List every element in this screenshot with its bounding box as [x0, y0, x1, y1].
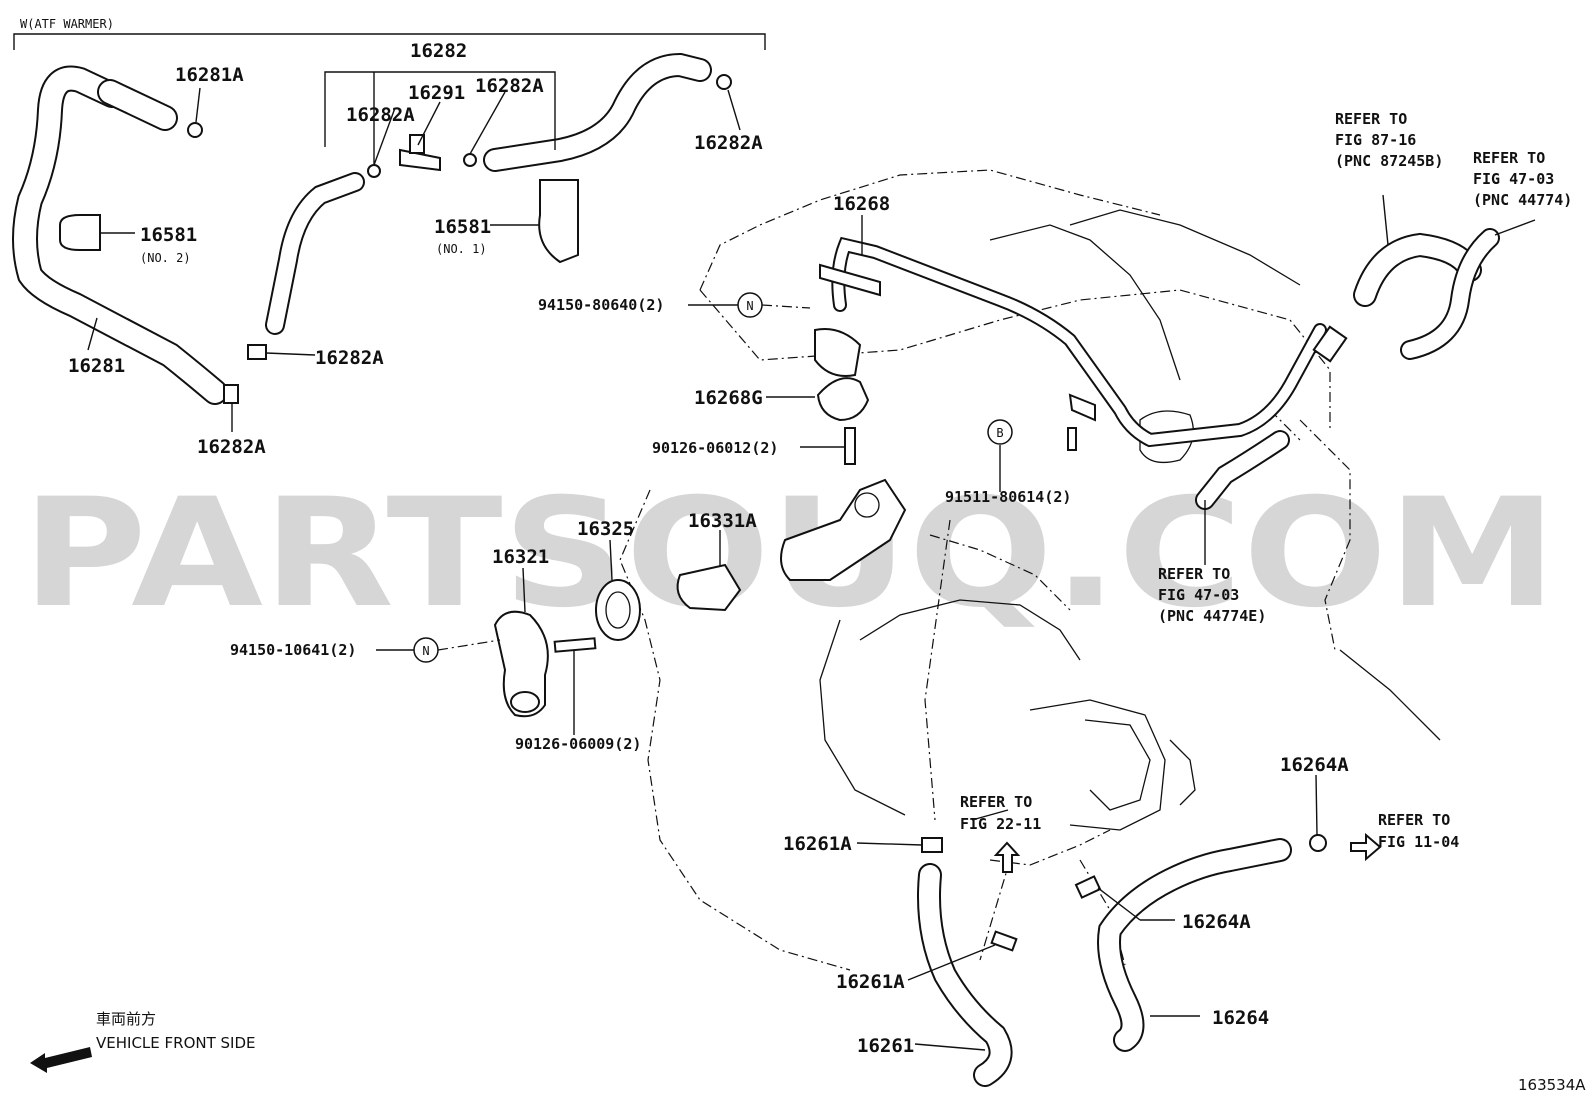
- label-16264: 16264: [1212, 1007, 1269, 1029]
- stud-90126-06009: [553, 637, 597, 653]
- clamp-16282A-d: [247, 344, 267, 360]
- ref-11-04-line2: FIG 11-04: [1378, 833, 1459, 851]
- label-16282: 16282: [410, 40, 467, 62]
- thermostat-16331A: [676, 563, 742, 612]
- label-90126-06009: 90126-06009(2): [515, 735, 641, 753]
- vehicle-front-jp: 車両前方: [96, 1010, 156, 1028]
- clamp-16282A-e: [223, 384, 239, 404]
- ref-47-03b-line1: REFER TO: [1158, 565, 1230, 583]
- clamp-16581-no1: [538, 179, 579, 264]
- arrow-up-icon: [993, 841, 1021, 873]
- clamp-16282A-b: [463, 153, 477, 167]
- label-16325: 16325: [577, 518, 634, 540]
- clamp-16281A: [187, 122, 203, 138]
- label-16261A-a: 16261A: [783, 833, 852, 855]
- clamp-16261A-b: [990, 930, 1018, 952]
- callout-labels: 16282 16281A 16291 16282A 16282A 16282A …: [68, 40, 1349, 1057]
- clamp-16282A-a: [367, 164, 381, 178]
- label-16282A-b: 16282A: [475, 75, 544, 97]
- union-16291: [399, 148, 441, 172]
- svg-text:N: N: [746, 299, 753, 313]
- reference-notes: REFER TO FIG 87-16 (PNC 87245B) REFER TO…: [960, 110, 1572, 851]
- label-16268: 16268: [833, 193, 890, 215]
- vehicle-front-en: VEHICLE FRONT SIDE: [96, 1034, 256, 1052]
- label-16261A-b: 16261A: [836, 971, 905, 993]
- label-16281A: 16281A: [175, 64, 244, 86]
- clamp-16264A-b: [1074, 875, 1102, 899]
- label-16331A: 16331A: [688, 510, 757, 532]
- marker-n2: N: [413, 637, 439, 663]
- label-91511-80614: 91511-80614(2): [945, 488, 1071, 506]
- thermostat-housing: [780, 478, 907, 581]
- clamp-16264A-a: [1309, 834, 1327, 852]
- label-16291: 16291: [408, 82, 465, 104]
- gasket-16325: [595, 579, 641, 641]
- group-label: W(ATF WARMER): [20, 17, 114, 31]
- ref-47-03a-line2: FIG 47-03: [1473, 170, 1554, 188]
- label-16264A-a: 16264A: [1280, 754, 1349, 776]
- ref-47-03a-line1: REFER TO: [1473, 149, 1545, 167]
- arrow-right-icon: [1350, 832, 1382, 862]
- svg-text:N: N: [422, 644, 429, 658]
- atf-warmer-group: W(ATF WARMER): [13, 17, 766, 50]
- marker-b: B: [987, 419, 1013, 445]
- ref-87-16-line1: REFER TO: [1335, 110, 1407, 128]
- label-16321: 16321: [492, 546, 549, 568]
- ref-47-03b-line2: FIG 47-03: [1158, 586, 1239, 604]
- parts-drawings: [12, 52, 1500, 1087]
- label-94150-80640: 94150-80640(2): [538, 296, 664, 314]
- figure-code: 163534A: [1518, 1076, 1586, 1094]
- label-16581-no1: 16581: [434, 216, 491, 238]
- bolt-91511: [1067, 427, 1077, 451]
- label-16261: 16261: [857, 1035, 914, 1057]
- svg-text:B: B: [996, 426, 1003, 440]
- ref-11-04-line1: REFER TO: [1378, 811, 1450, 829]
- stud-90126-06012: [844, 427, 856, 465]
- label-16282A-a: 16282A: [346, 104, 415, 126]
- label-16282A-e: 16282A: [197, 436, 266, 458]
- inlet-16321: [493, 610, 549, 718]
- ref-87-16-line3: (PNC 87245B): [1335, 152, 1443, 170]
- label-90126-06012: 90126-06012(2): [652, 439, 778, 457]
- group-bracket: [13, 33, 766, 50]
- ref-47-03a-line3: (PNC 44774): [1473, 191, 1572, 209]
- label-16581-no1-note: (NO. 1): [436, 242, 487, 256]
- marker-n1: N: [737, 292, 763, 318]
- label-16282A-d: 16282A: [315, 347, 384, 369]
- label-94150-10641: 94150-10641(2): [230, 641, 356, 659]
- label-16268G: 16268G: [694, 387, 763, 409]
- vehicle-front-arrow-icon: [30, 1047, 92, 1073]
- label-16581-no2: 16581: [140, 224, 197, 246]
- clamp-16282A-c: [716, 74, 732, 90]
- label-16264A-b: 16264A: [1182, 911, 1251, 933]
- clamp-16261A-a: [921, 837, 943, 853]
- ref-22-11-line1: REFER TO: [960, 793, 1032, 811]
- ref-22-11-line2: FIG 22-11: [960, 815, 1041, 833]
- engine-block: [819, 209, 1441, 831]
- gasket-16268G: [816, 377, 870, 422]
- ref-47-03b-line3: (PNC 44774E): [1158, 607, 1266, 625]
- label-16281: 16281: [68, 355, 125, 377]
- clamp-16581-no2: [59, 214, 101, 251]
- label-16282A-c: 16282A: [694, 132, 763, 154]
- ref-87-16-line2: FIG 87-16: [1335, 131, 1416, 149]
- leader-lines: [87, 71, 1536, 1051]
- label-16581-no2-note: (NO. 2): [140, 251, 191, 265]
